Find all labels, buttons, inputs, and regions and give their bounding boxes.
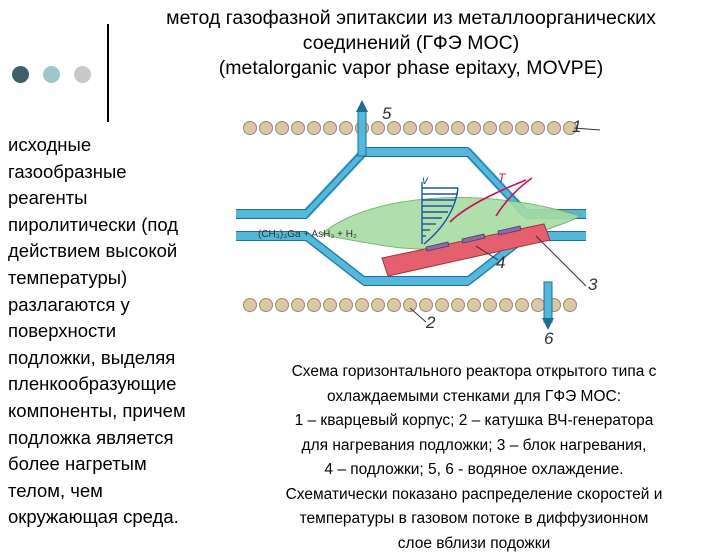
decor-vertical-rule xyxy=(107,24,109,122)
slide-title: метод газофазной эпитаксии из металлоорг… xyxy=(118,6,704,81)
caption-line: слое вблизи подожки xyxy=(236,532,712,556)
cooling-pipe-top xyxy=(358,110,366,156)
caption-line: Схема горизонтального реактора открытого… xyxy=(236,360,712,385)
caption-line: 4 – подложки; 5, 6 - водяное охлаждение. xyxy=(236,458,712,483)
body-line: поверхности xyxy=(8,318,244,345)
body-line: газообразные xyxy=(8,159,244,186)
body-line: реагенты xyxy=(8,185,244,212)
body-line: действием высокой xyxy=(8,238,244,265)
label-1: 1 xyxy=(572,117,581,136)
body-line: исходные xyxy=(8,132,244,159)
label-temperature: T xyxy=(498,171,507,185)
caption-line: температуры в газовом потоке в диффузион… xyxy=(236,507,712,532)
rf-coil-top xyxy=(244,122,577,135)
decor-dot-2 xyxy=(43,66,60,83)
decor-dot-3 xyxy=(74,66,91,83)
body-line: разлагаются у xyxy=(8,292,244,319)
label-2: 2 xyxy=(425,313,436,332)
caption-line: Схематически показано распределение скор… xyxy=(236,483,712,508)
body-line: подложка является xyxy=(8,425,244,452)
title-line-3: (metalorganic vapor phase epitaxy, MOVPE… xyxy=(118,56,704,81)
title-line-1: метод газофазной эпитаксии из металлоорг… xyxy=(118,6,704,31)
decor-dot-1 xyxy=(12,66,29,83)
figure-caption: Схема горизонтального реактора открытого… xyxy=(236,360,712,556)
label-3: 3 xyxy=(588,275,598,294)
rf-coil-bottom xyxy=(244,299,577,312)
body-line: пленкообразующие xyxy=(8,371,244,398)
caption-line: охлаждаемыми стенками для ГФЭ МОС: xyxy=(236,385,712,410)
body-line: компоненты, причем xyxy=(8,398,244,425)
label-6: 6 xyxy=(544,329,554,348)
body-line: телом, чем xyxy=(8,478,244,505)
body-line: окружающая среда. xyxy=(8,504,244,531)
arrow-icon xyxy=(356,100,368,112)
cooling-pipe-bottom xyxy=(544,282,552,322)
label-5: 5 xyxy=(382,104,392,123)
body-text: исходные газообразные реагенты пиролитич… xyxy=(8,132,244,531)
caption-line: 1 – кварцевый корпус; 2 – катушка ВЧ-ген… xyxy=(236,409,712,434)
label-4: 4 xyxy=(496,253,505,272)
label-velocity: v xyxy=(422,173,429,187)
body-line: подложки, выделяя xyxy=(8,345,244,372)
caption-line: для нагревания подложки; 3 – блок нагрев… xyxy=(236,434,712,459)
body-line: пиролитически (под xyxy=(8,212,244,239)
reactor-diagram: 5 1 3 4 2 6 v T (CH₃)₃Ga + AsH₃ + H₂ xyxy=(236,96,656,354)
title-line-2: соединений (ГФЭ МОС) xyxy=(118,31,704,56)
body-line: температуры) xyxy=(8,265,244,292)
body-line: более нагретым xyxy=(8,451,244,478)
inlet-formula: (CH₃)₃Ga + AsH₃ + H₂ xyxy=(258,229,357,240)
